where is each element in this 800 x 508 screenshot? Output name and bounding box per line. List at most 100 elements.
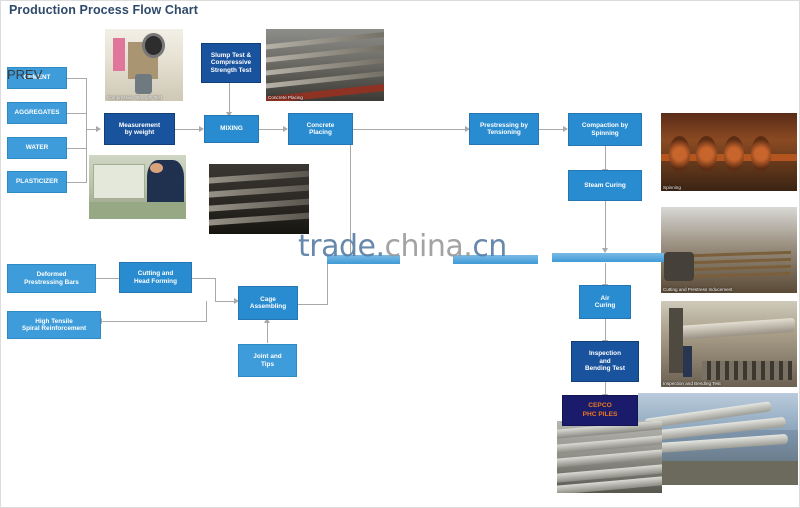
box-label-line2: Curing: [594, 302, 616, 309]
box-label-line1: Slump Test &: [210, 51, 252, 59]
box-label-line1: CEPCO: [588, 402, 612, 410]
photo-moulds: [209, 164, 309, 234]
connector-band-to-placing: [350, 143, 352, 258]
connector-band-to-air-curing: [605, 263, 607, 285]
connector-cage-right: [298, 304, 328, 306]
box-label-line2: Spinning: [591, 129, 619, 137]
box-label-line1: Concrete: [306, 121, 335, 129]
connector-cutting-down: [215, 278, 217, 302]
box-cepco-phc-piles[interactable]: CEPCO PHC PILES: [562, 395, 638, 426]
box-label-line2: Spiral Reinforcement: [21, 325, 87, 332]
box-label: WATER: [25, 144, 49, 152]
connector-slump-mixing: [229, 83, 231, 113]
connector-joint-cage: [267, 321, 269, 343]
box-steam-curing[interactable]: Steam Curing: [568, 170, 642, 201]
connector-inspection-product: [605, 382, 607, 395]
arrow-up-to-cage: [264, 318, 270, 323]
connector-air-inspection: [605, 319, 607, 341]
connector-plasticizer: [67, 182, 87, 184]
arrow-to-compaction: [563, 126, 568, 132]
page-title: Production Process Flow Chart: [9, 3, 199, 17]
arrow-to-measurement: [96, 126, 101, 132]
watermark-part2: china.: [384, 229, 473, 264]
box-label-line2: Tensioning: [487, 129, 521, 136]
box-label-line1: Compaction by: [581, 122, 629, 130]
box-cement[interactable]: CEMENT: [7, 67, 67, 89]
connector-deformed-cutting: [96, 278, 128, 280]
band-segment-right: [552, 253, 664, 262]
box-water[interactable]: WATER: [7, 137, 67, 159]
box-concrete-placing[interactable]: Concrete Placing: [288, 113, 353, 145]
band-segment-left: [327, 255, 400, 264]
box-cutting-head-forming[interactable]: Cutting and Head Forming: [119, 262, 192, 293]
box-label-line2: and: [599, 357, 611, 365]
connector-bus-to-measurement: [86, 129, 97, 131]
arrow-to-placing: [283, 126, 288, 132]
photo-compressive-test: Compressive Strength Test: [105, 29, 183, 101]
connector-cement: [67, 78, 87, 80]
box-label-line1: Cutting and: [137, 270, 174, 278]
box-compaction-by-spinning[interactable]: Compaction by Spinning: [568, 113, 642, 146]
photo-caption: Concrete Placing: [268, 95, 303, 100]
arrow-to-mixing: [199, 126, 204, 132]
connector-water: [67, 148, 87, 150]
box-cage-assembling[interactable]: Cage Assembling: [238, 286, 298, 320]
connector-cutting-right: [192, 278, 216, 280]
arrow-to-prestressing: [465, 126, 470, 132]
box-label-line3: Strength Test: [210, 66, 252, 74]
connector-placing-prestressing: [353, 129, 467, 131]
box-plasticizer[interactable]: PLASTICIZER: [7, 171, 67, 193]
box-label-line2: Prestressing Bars: [24, 278, 79, 286]
watermark-part1: trade.: [298, 229, 385, 264]
box-label-line3: Bending Test: [584, 365, 625, 373]
band-segment-mid: [453, 255, 538, 264]
box-label-line1: Deformed: [36, 271, 67, 279]
arrow-down-from-steam: [602, 248, 608, 253]
box-joint-and-tips[interactable]: Joint and Tips: [238, 344, 297, 377]
connector-spiral-down: [206, 301, 208, 322]
connector-prestressing-compaction: [539, 129, 564, 131]
box-mixing[interactable]: MIXING: [204, 115, 259, 143]
box-label-line1: Air: [600, 294, 610, 302]
arrow-to-cage: [234, 298, 239, 304]
box-label-line2: Head Forming: [134, 277, 177, 285]
photo-piles-yard: [638, 393, 798, 485]
arrow-to-mixing-from-slump: [226, 112, 232, 117]
box-label: PLASTICIZER: [16, 178, 58, 186]
connector-measurement-mixing: [175, 129, 200, 131]
box-measurement-by-weight[interactable]: Measurement by weight: [104, 113, 175, 145]
box-label-line2: PHC PILES: [582, 410, 618, 418]
box-label-line1: Prestressing by: [480, 121, 528, 129]
photo-caption: Spinning: [663, 185, 681, 190]
box-air-curing[interactable]: Air Curing: [579, 285, 631, 319]
box-deformed-prestressing-bars[interactable]: Deformed Prestressing Bars: [7, 264, 96, 293]
box-label-line1: High Tensile: [35, 317, 73, 325]
box-inspection-bending-test[interactable]: Inspection and Bending Test: [571, 341, 639, 382]
box-label-line2: Compressive: [210, 59, 252, 67]
connector-compaction-steam: [605, 146, 607, 170]
box-label-line1: Inspection: [589, 350, 621, 358]
box-label: AGGREGATES: [14, 109, 60, 117]
box-label: Steam Curing: [584, 181, 626, 189]
box-high-tensile-spiral[interactable]: High Tensile Spiral Reinforcement: [7, 311, 101, 339]
connector-aggregates: [67, 113, 87, 115]
photo-piles-stack: [557, 421, 662, 493]
box-label-line1: Measurement: [118, 121, 161, 129]
photo-bending-test: Inspection and Bending Test: [661, 301, 797, 387]
connector-to-cage: [215, 301, 236, 303]
box-label-line2: Tips: [260, 360, 275, 368]
watermark-part3: cn: [472, 229, 507, 264]
connector-mixing-placing: [259, 129, 284, 131]
box-label-line2: Placing: [309, 129, 332, 136]
prev-overlay-label[interactable]: PREV: [7, 67, 43, 82]
box-aggregates[interactable]: AGGREGATES: [7, 102, 67, 124]
watermark: trade.china.cn: [298, 229, 507, 264]
box-prestressing-by-tensioning[interactable]: Prestressing by Tensioning: [469, 113, 539, 145]
box-slump-test[interactable]: Slump Test & Compressive Strength Test: [201, 43, 261, 83]
photo-steel-bed: Concrete Placing: [266, 29, 384, 101]
box-label-line1: Joint and: [253, 353, 282, 361]
box-label-line2: by weight: [124, 129, 155, 136]
box-label: MIXING: [220, 125, 243, 133]
connector-cage-up: [327, 263, 329, 305]
